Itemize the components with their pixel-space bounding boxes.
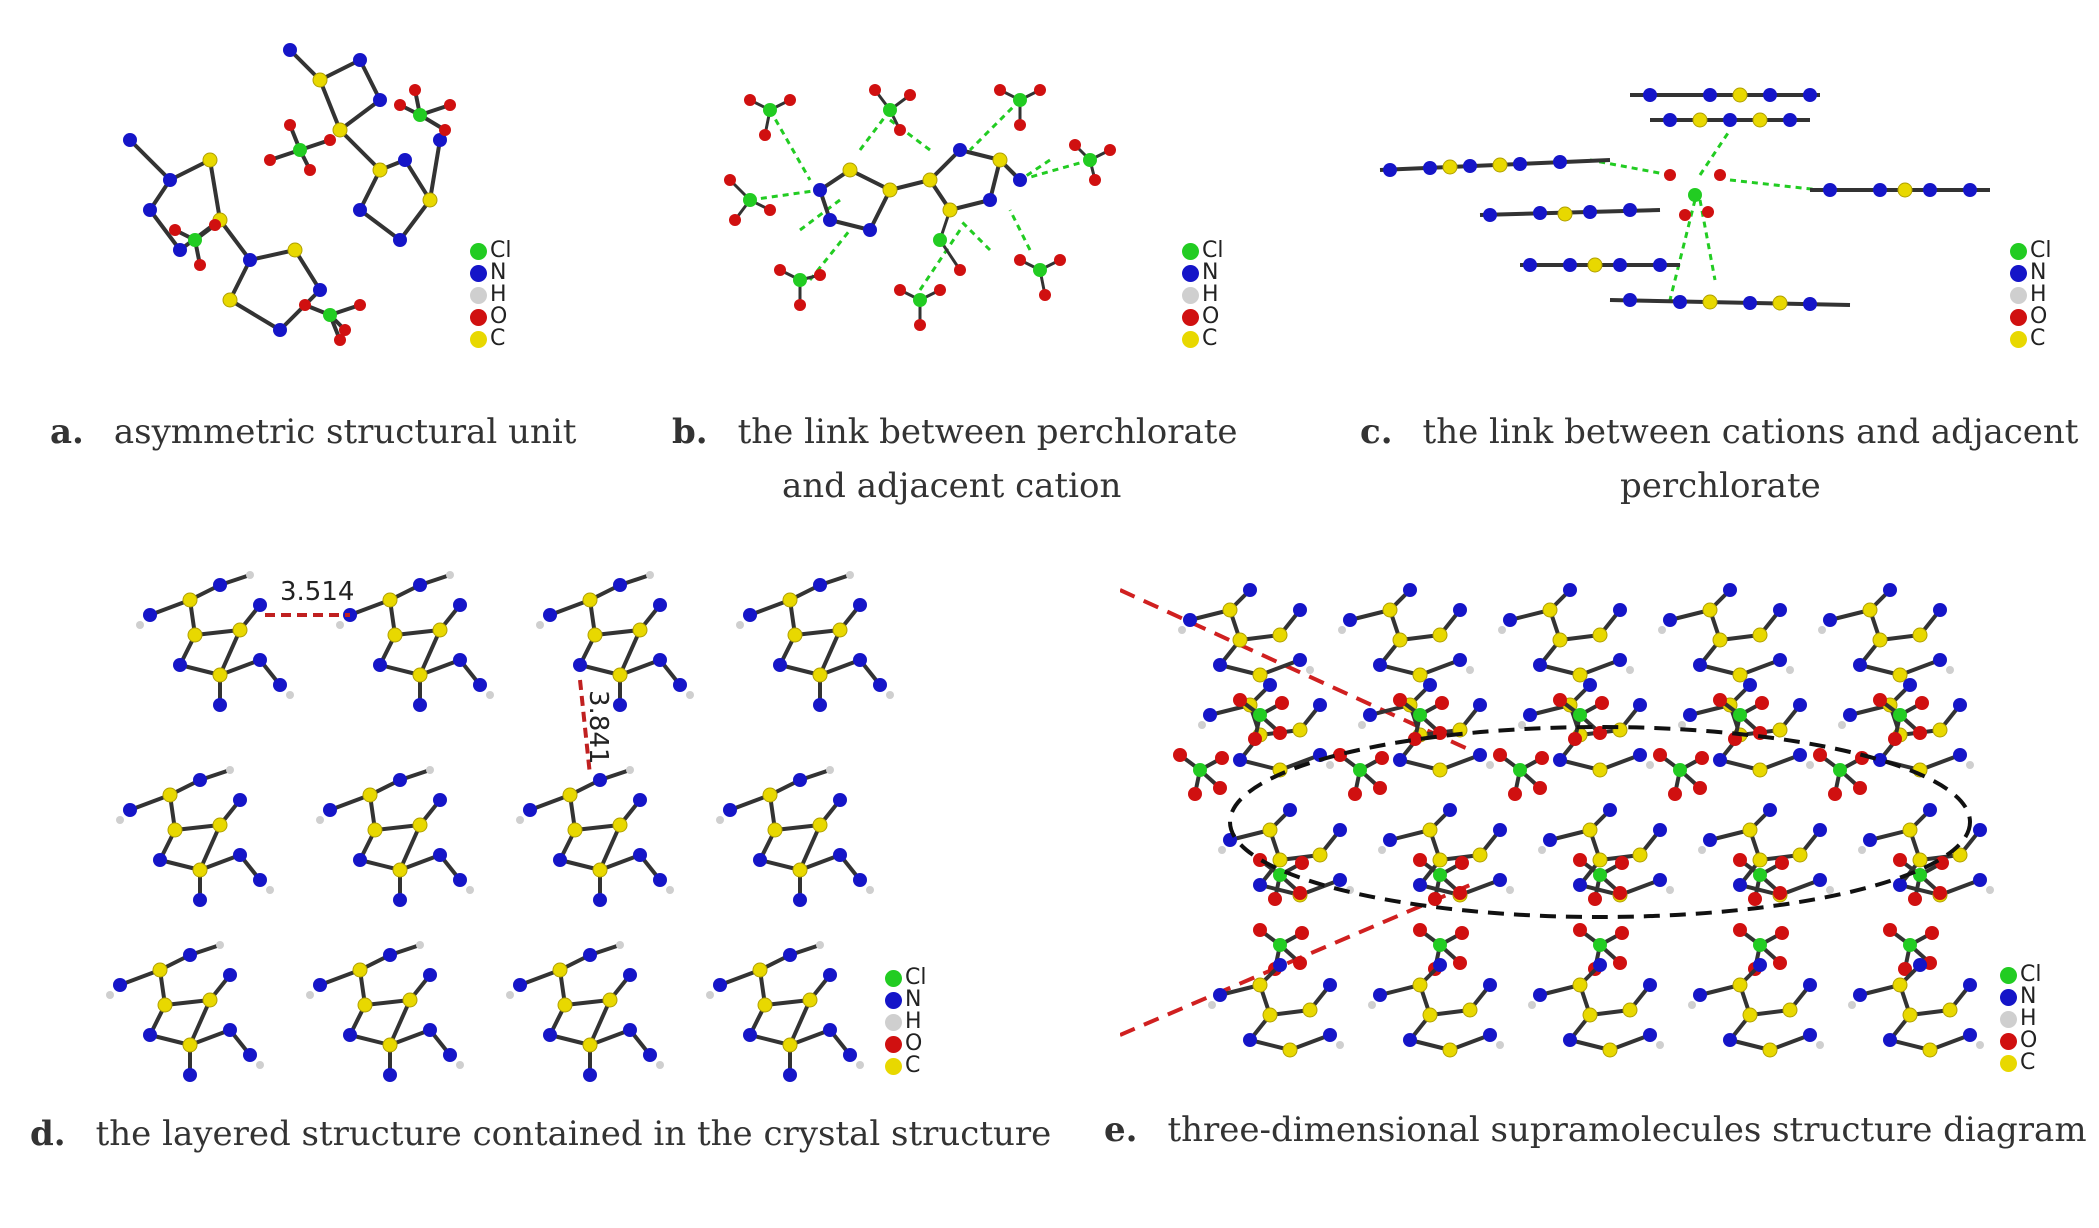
legend-item-n: N [885, 989, 926, 1011]
legend-a: Cl N H O C [470, 240, 511, 350]
legend-item-cl: Cl [1182, 240, 1223, 262]
legend-item-o: O [885, 1033, 926, 1055]
legend-item-n: N [1182, 262, 1223, 284]
panel-e-supramolecular-image [1120, 555, 2000, 1095]
caption-c: c.the link between cations and adjacent … [1360, 405, 2078, 513]
caption-b-line2: and adjacent cation [782, 466, 1122, 506]
legend-item-c: C [470, 328, 511, 350]
legend-item-n: N [470, 262, 511, 284]
distance-label-horizontal: 3.514 [280, 577, 354, 607]
legend-item-c: C [1182, 328, 1223, 350]
legend-d: Cl N H O C [885, 967, 926, 1077]
legend-item-h: H [885, 1011, 926, 1033]
legend-item-cl: Cl [2010, 240, 2051, 262]
panel-a-molecule-image [60, 30, 520, 370]
legend-e: Cl N H O C [2000, 964, 2041, 1074]
caption-c-line1: c.the link between cations and adjacent [1360, 412, 2079, 452]
legend-item-n: N [2000, 986, 2041, 1008]
legend-item-c: C [2000, 1052, 2041, 1074]
legend-item-c: C [885, 1055, 926, 1077]
legend-item-n: N [2010, 262, 2051, 284]
caption-a: a.asymmetric structural unit [50, 412, 577, 452]
legend-item-h: H [1182, 284, 1223, 306]
caption-b: b.the link between perchlorate and adjac… [672, 405, 1238, 513]
caption-b-line1: b.the link between perchlorate [672, 412, 1238, 452]
legend-item-cl: Cl [2000, 964, 2041, 986]
caption-c-line2: perchlorate [1620, 466, 1821, 506]
legend-item-cl: Cl [470, 240, 511, 262]
legend-item-c: C [2010, 328, 2051, 350]
legend-item-o: O [470, 306, 511, 328]
legend-c: Cl N H O C [2010, 240, 2051, 350]
legend-item-h: H [470, 284, 511, 306]
legend-item-o: O [2010, 306, 2051, 328]
legend-b: Cl N H O C [1182, 240, 1223, 350]
legend-item-h: H [2010, 284, 2051, 306]
legend-item-cl: Cl [885, 967, 926, 989]
panel-d-layered-structure-image: 3.514 3.841 [100, 560, 900, 1090]
distance-label-vertical: 3.841 [583, 690, 613, 764]
legend-item-o: O [2000, 1030, 2041, 1052]
caption-e: e.three-dimensional supramolecules struc… [1104, 1110, 2087, 1150]
legend-item-o: O [1182, 306, 1223, 328]
caption-d: d.the layered structure contained in the… [30, 1114, 1052, 1154]
legend-item-h: H [2000, 1008, 2041, 1030]
panel-b-hydrogen-bond-image [690, 50, 1160, 350]
panel-c-cation-link-image [1370, 50, 2010, 340]
